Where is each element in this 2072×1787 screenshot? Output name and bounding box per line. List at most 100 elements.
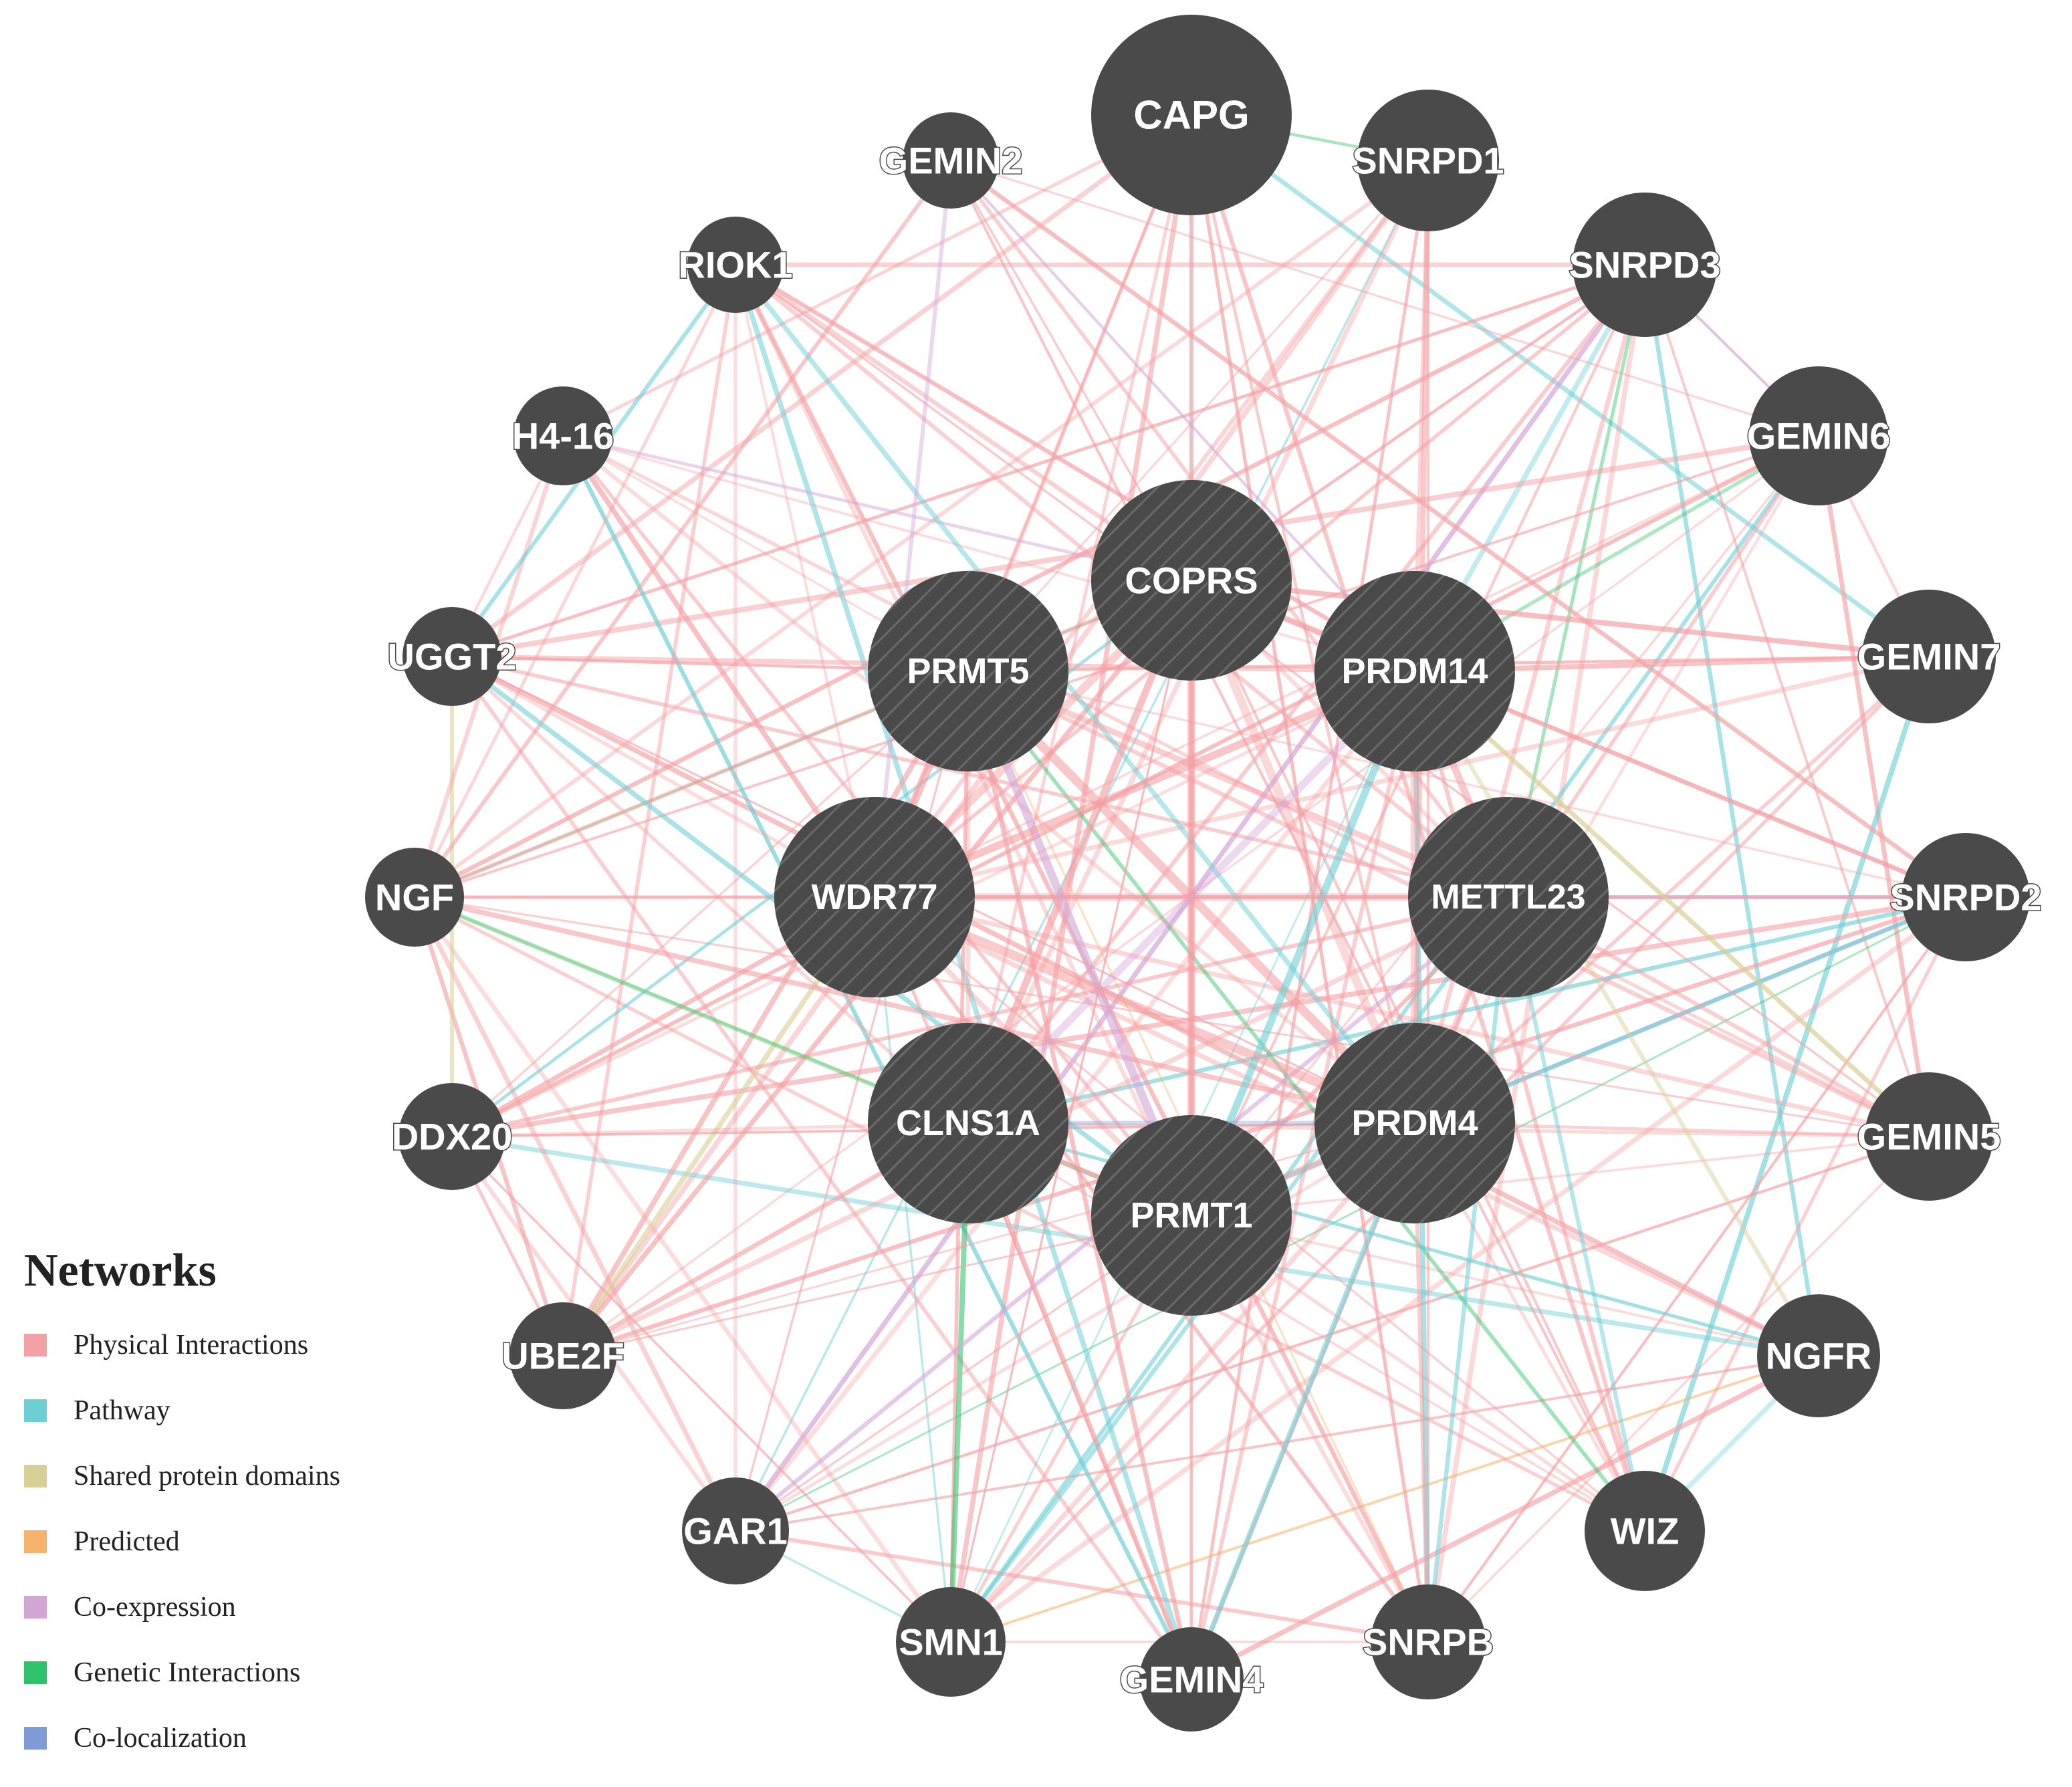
node-riok1[interactable]: RIOK1 bbox=[677, 217, 794, 313]
edge-ngfr-prmt1 bbox=[1190, 1214, 1820, 1357]
node-circle bbox=[1314, 571, 1515, 771]
edge-snrpb-mettl23 bbox=[1425, 895, 1511, 1645]
node-circle bbox=[903, 112, 999, 209]
node-capg[interactable]: CAPG bbox=[1091, 15, 1292, 215]
node-label: METTL23 bbox=[1431, 878, 1585, 917]
edge-gemin6-ngf bbox=[413, 435, 1820, 899]
edge-snrpd3-uggt2 bbox=[450, 263, 1647, 659]
networks-legend: Networks Physical Interactions Pathway S… bbox=[24, 1245, 425, 1771]
node-label: CLNS1A bbox=[896, 1103, 1040, 1143]
node-uggt2[interactable]: UGGT2 bbox=[386, 607, 517, 706]
edge-snrpd3-ngfr bbox=[1642, 262, 1821, 1358]
node-prdm14[interactable]: PRDM14 bbox=[1314, 571, 1515, 771]
node-gemin4[interactable]: GEMIN4 bbox=[1119, 1627, 1264, 1732]
node-circle bbox=[687, 217, 784, 313]
edge-snrpd1-ngf bbox=[413, 158, 1430, 899]
node-circle bbox=[398, 1083, 505, 1190]
legend-item-genetic-interactions[interactable]: Genetic Interactions bbox=[24, 1640, 425, 1705]
node-label: UGGT2 bbox=[388, 636, 517, 678]
node-snrpd1[interactable]: SNRPD1 bbox=[1351, 90, 1505, 231]
node-circle bbox=[1314, 1023, 1515, 1223]
node-label: SNRPD1 bbox=[1352, 140, 1504, 182]
legend-item-co-expression[interactable]: Co-expression bbox=[24, 1574, 425, 1640]
node-wiz[interactable]: WIZ bbox=[1585, 1471, 1705, 1591]
legend-item-co-localization[interactable]: Co-localization bbox=[24, 1705, 425, 1771]
node-gemin5[interactable]: GEMIN5 bbox=[1856, 1072, 2002, 1201]
node-ube2f[interactable]: UBE2F bbox=[501, 1302, 625, 1409]
node-snrpd2[interactable]: SNRPD2 bbox=[1889, 833, 2043, 961]
edge-snrpd2-prmt1 bbox=[1189, 895, 1968, 1218]
node-label: PRMT5 bbox=[907, 651, 1029, 691]
node-snrpd3[interactable]: SNRPD3 bbox=[1568, 193, 1722, 337]
legend-item-shared-protein-domains[interactable]: Shared protein domains bbox=[24, 1443, 425, 1509]
edge-snrpd3-ngf bbox=[412, 262, 1647, 900]
edge-wiz-gemin2 bbox=[949, 158, 1647, 1533]
edge-prdm14-clns1a bbox=[964, 667, 1419, 1127]
edge-wiz-mettl23 bbox=[1506, 895, 1647, 1534]
node-label: COPRS bbox=[1125, 560, 1258, 602]
node-label: SMN1 bbox=[899, 1621, 1003, 1663]
node-gar1[interactable]: GAR1 bbox=[682, 1477, 789, 1584]
node-h4-16[interactable]: H4-16 bbox=[511, 386, 615, 485]
legend-swatch bbox=[24, 1465, 47, 1487]
node-clns1a[interactable]: CLNS1A bbox=[868, 1023, 1068, 1223]
node-gemin2[interactable]: GEMIN2 bbox=[878, 112, 1024, 209]
node-coprs[interactable]: COPRS bbox=[1091, 480, 1292, 681]
node-label: GAR1 bbox=[683, 1510, 788, 1552]
node-prdm4[interactable]: PRDM4 bbox=[1314, 1023, 1515, 1223]
node-smn1[interactable]: SMN1 bbox=[896, 1587, 1006, 1697]
legend-item-physical-interactions[interactable]: Physical Interactions bbox=[24, 1312, 425, 1378]
edge-ngfr-gemin4 bbox=[1189, 1353, 1821, 1682]
legend-item-label: Physical Interactions bbox=[74, 1330, 309, 1360]
node-label: GEMIN6 bbox=[1747, 415, 1891, 457]
node-label: PRDM14 bbox=[1341, 651, 1488, 691]
edge-snrpd2-wiz bbox=[1643, 895, 1968, 1533]
node-label: GEMIN7 bbox=[1857, 636, 2001, 678]
edge-snrpd2-coprs bbox=[1189, 578, 1968, 900]
node-ngfr[interactable]: NGFR bbox=[1757, 1294, 1880, 1417]
legend-item-label: Genetic Interactions bbox=[74, 1657, 301, 1688]
edge-gemin6-gemin5 bbox=[1816, 433, 1932, 1139]
legend-item-predicted[interactable]: Predicted bbox=[24, 1509, 425, 1574]
edge-smn1-ngf bbox=[412, 895, 953, 1645]
edge-gemin2-wdr77 bbox=[872, 158, 953, 900]
edge-prmt5-prdm4 bbox=[963, 667, 1419, 1128]
edge-ngf-riok1 bbox=[413, 263, 737, 899]
node-ngf[interactable]: NGF bbox=[365, 848, 464, 947]
node-label: DDX20 bbox=[392, 1116, 513, 1158]
node-snrpb[interactable]: SNRPB bbox=[1361, 1584, 1495, 1699]
edge-gemin5-prdm14 bbox=[1412, 669, 1932, 1139]
node-circle bbox=[1902, 833, 2030, 961]
node-prmt5[interactable]: PRMT5 bbox=[868, 571, 1068, 771]
node-circle bbox=[1091, 1115, 1292, 1316]
node-ddx20[interactable]: DDX20 bbox=[390, 1083, 513, 1190]
node-label: GEMIN4 bbox=[1120, 1659, 1264, 1701]
node-wdr77[interactable]: WDR77 bbox=[774, 797, 975, 997]
edge-ddx20-mettl23 bbox=[450, 895, 1510, 1139]
node-label: CAPG bbox=[1133, 93, 1249, 138]
edge-gemin6-gemin2 bbox=[949, 159, 1820, 437]
node-circle bbox=[1091, 15, 1292, 215]
edge-capg-snrpb bbox=[1189, 113, 1430, 1644]
node-circle bbox=[1371, 1584, 1486, 1699]
node-label: H4-16 bbox=[512, 415, 614, 457]
node-circle bbox=[1585, 1471, 1705, 1591]
edge-wiz-clns1a bbox=[967, 1122, 1646, 1532]
node-circle bbox=[1862, 590, 1996, 723]
node-label: PRMT1 bbox=[1130, 1195, 1252, 1235]
edge-gemin7-wiz bbox=[1642, 654, 1932, 1534]
node-label: SNRPB bbox=[1363, 1621, 1494, 1663]
node-label: SNRPD2 bbox=[1889, 876, 2041, 919]
node-label: PRDM4 bbox=[1351, 1103, 1478, 1143]
node-mettl23[interactable]: METTL23 bbox=[1408, 797, 1609, 997]
edge-snrpd2-gemin2 bbox=[948, 158, 1968, 900]
node-circle bbox=[774, 797, 975, 997]
node-gemin6[interactable]: GEMIN6 bbox=[1746, 366, 1891, 505]
node-prmt1[interactable]: PRMT1 bbox=[1091, 1115, 1292, 1316]
node-circle bbox=[1139, 1627, 1244, 1732]
edge-gemin2-prdm14 bbox=[949, 158, 1417, 673]
edge-snrpd3-gemin5 bbox=[1643, 263, 1930, 1138]
legend-item-pathway[interactable]: Pathway bbox=[24, 1378, 425, 1443]
node-gemin7[interactable]: GEMIN7 bbox=[1856, 590, 2002, 723]
edge-ddx20-prmt5 bbox=[451, 670, 969, 1138]
